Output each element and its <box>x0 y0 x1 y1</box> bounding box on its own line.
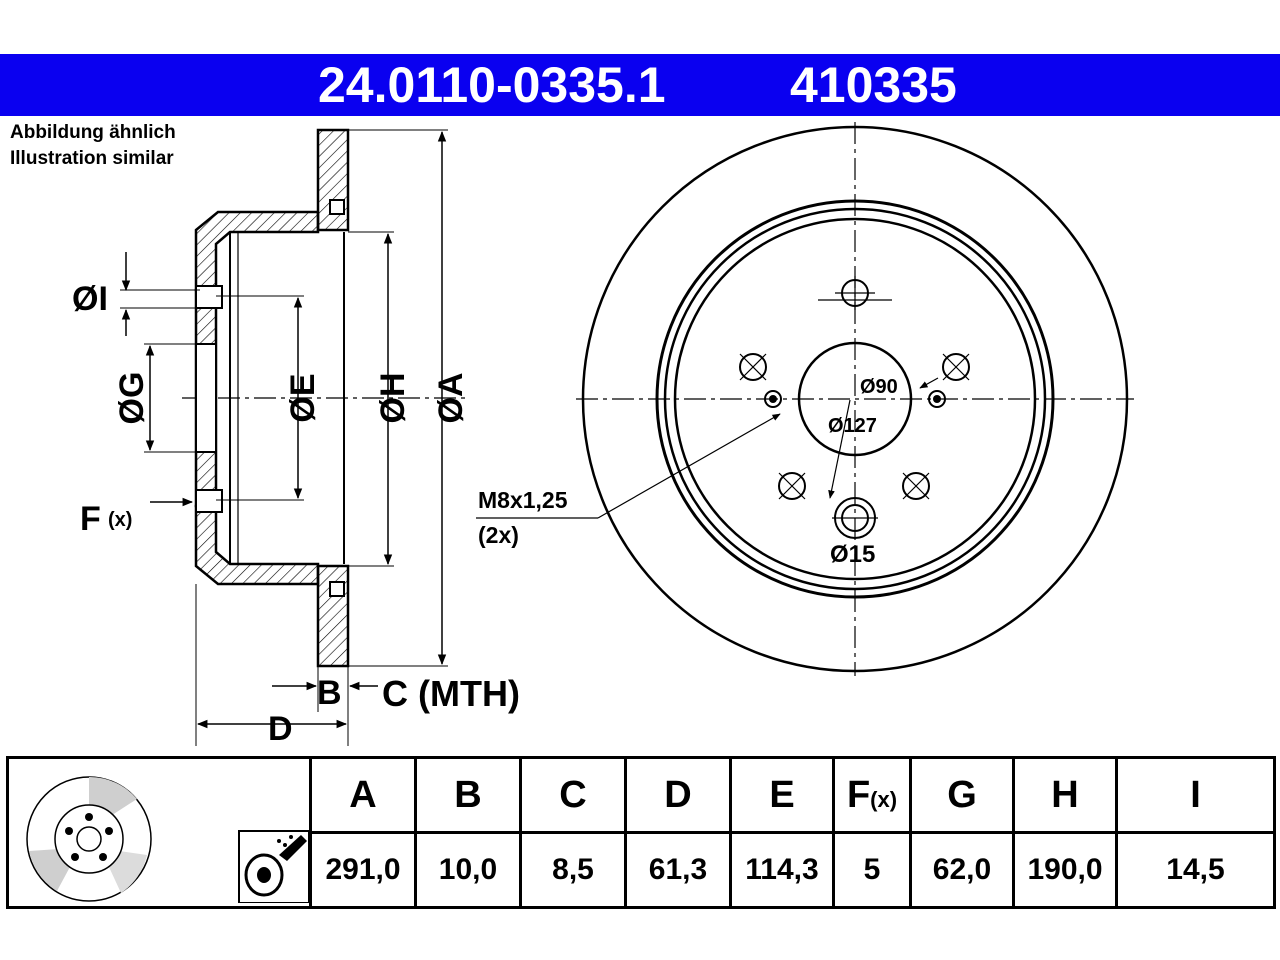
col-b-label: B <box>414 756 522 834</box>
col-h-value: 190,0 <box>1012 831 1118 909</box>
side-section-view: ØI ØG ØE ØH ØA F (x) B C (MTH) D <box>72 128 520 748</box>
col-i-label: I <box>1115 756 1276 834</box>
label-f: F <box>80 500 101 538</box>
header-bar: 24.0110-0335.1 410335 <box>0 54 1280 116</box>
note-de: Abbildung ähnlich <box>10 122 176 143</box>
col-e-label: E <box>729 756 835 834</box>
col-e-value: 114,3 <box>729 831 835 909</box>
col-h-label: H <box>1012 756 1118 834</box>
spray-disc-icon <box>238 830 309 903</box>
note-en: Illustration similar <box>10 148 174 169</box>
col-f-letter: F <box>846 773 871 816</box>
label-d: D <box>268 710 293 748</box>
col-a-value: 291,0 <box>309 831 417 909</box>
col-i-value: 14,5 <box>1115 831 1276 909</box>
part-number: 24.0110-0335.1 <box>318 57 666 113</box>
label-thread-count: (2x) <box>478 522 519 548</box>
col-f-value: 5 <box>832 831 912 909</box>
col-g-label: G <box>909 756 1015 834</box>
col-a-label: A <box>309 756 417 834</box>
col-d-value: 61,3 <box>624 831 732 909</box>
label-d127: Ø127 <box>828 415 877 437</box>
spec-table: A B C D E F(x) G H I 291,0 10,0 8,5 61,3… <box>6 756 1276 909</box>
article-code: 410335 <box>790 57 957 113</box>
front-view: Ø90 Ø127 Ø15 M8x1,25 (2x) <box>476 122 1134 676</box>
icon-cell <box>6 756 312 909</box>
col-f-suffix: (x) <box>870 786 898 812</box>
col-g-value: 62,0 <box>909 831 1015 909</box>
col-d-label: D <box>624 756 732 834</box>
label-d15: Ø15 <box>830 541 875 568</box>
label-dia-g: ØG <box>113 372 151 425</box>
col-c-value: 8,5 <box>519 831 627 909</box>
brake-disc-icon <box>26 776 152 902</box>
col-c-label: C <box>519 756 627 834</box>
label-d90: Ø90 <box>860 376 898 398</box>
label-dia-e: ØE <box>284 373 322 422</box>
label-f-suffix: (x) <box>108 509 132 531</box>
label-dia-h: ØH <box>374 373 412 424</box>
col-f-label: F(x) <box>832 756 912 834</box>
label-thread: M8x1,25 <box>478 487 568 513</box>
technical-drawing: ØI ØG ØE ØH ØA F (x) B C (MTH) D <box>72 122 1134 748</box>
label-dia-i: ØI <box>72 280 108 318</box>
label-c-mth: C (MTH) <box>382 673 520 714</box>
col-b-value: 10,0 <box>414 831 522 909</box>
label-b: B <box>317 674 342 712</box>
label-dia-a: ØA <box>432 373 470 424</box>
